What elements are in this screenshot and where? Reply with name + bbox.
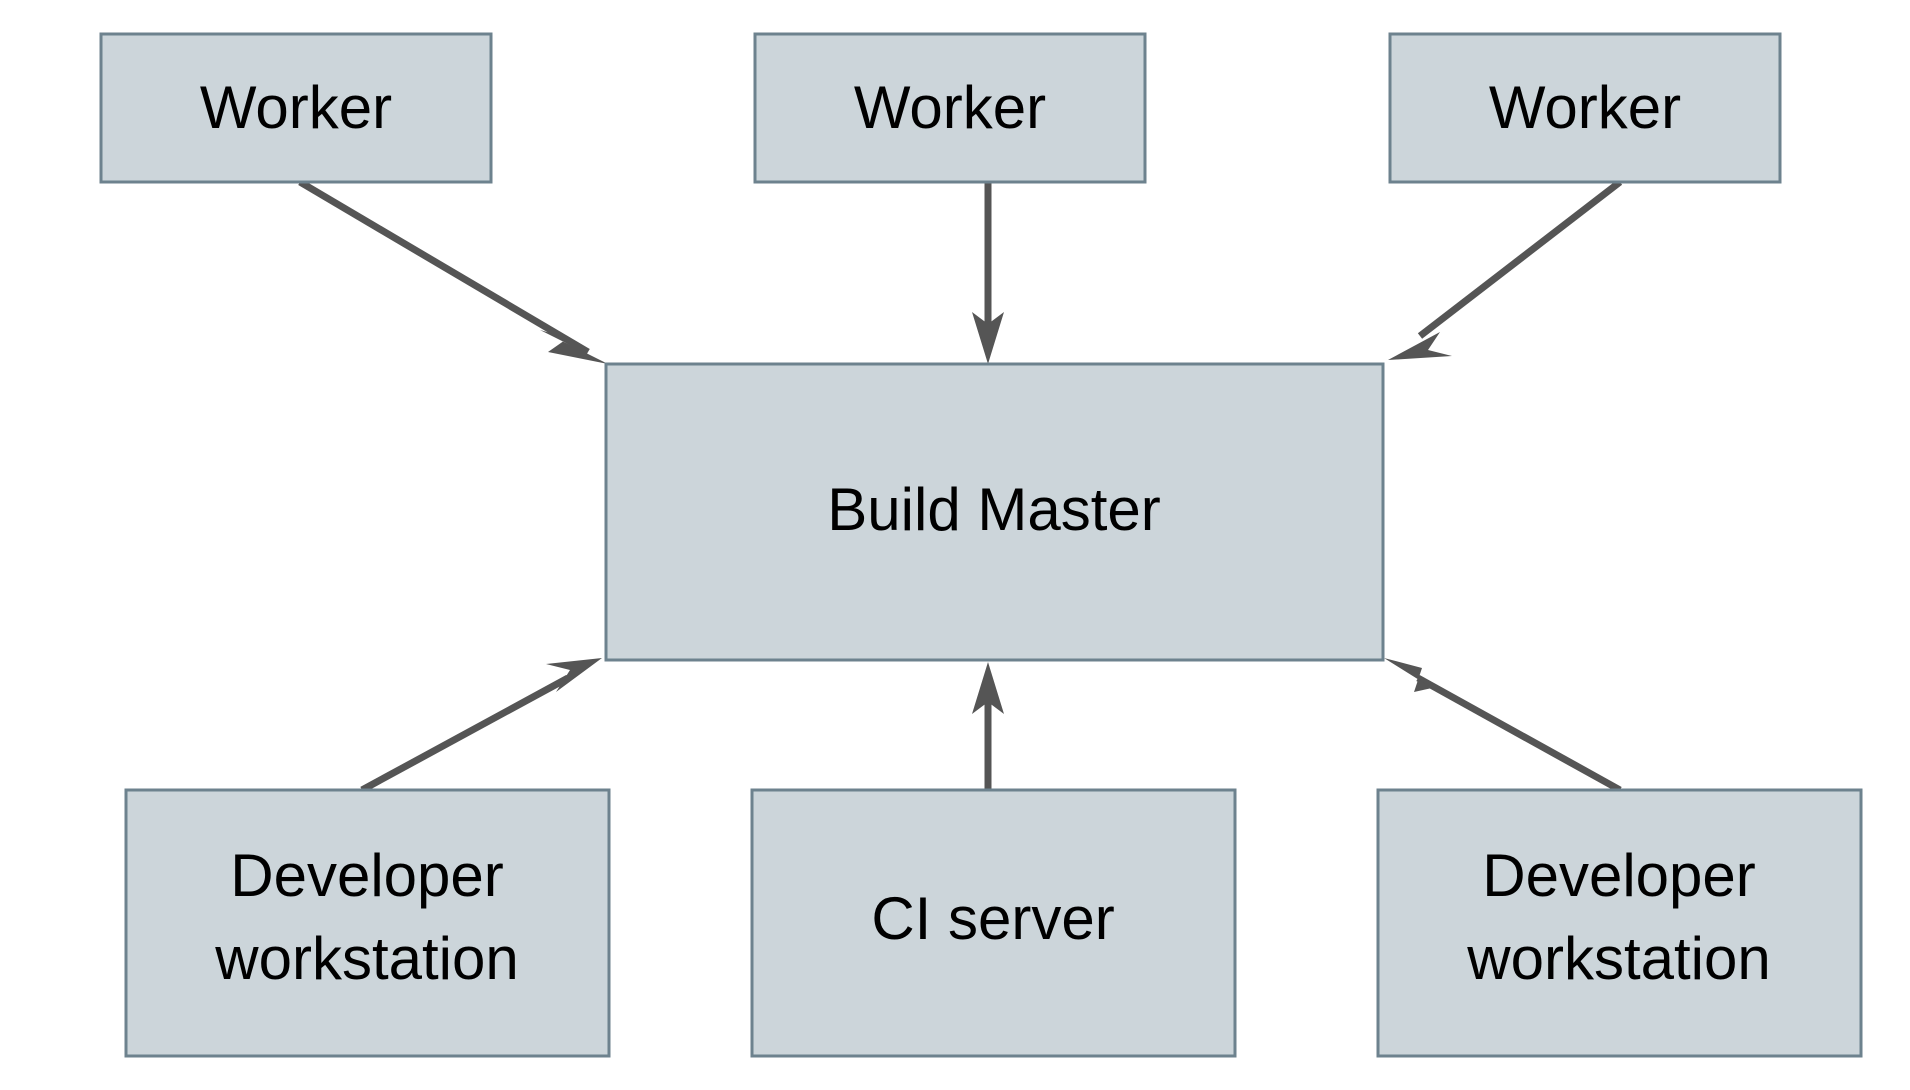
node-build-master-label: Build Master [827, 476, 1160, 543]
node-dev-workstation-right[interactable]: Developer workstation [1376, 788, 1863, 1058]
edge-worker-right-to-master [1388, 179, 1623, 360]
node-dev-workstation-right-label-line1: Developer [1482, 842, 1756, 909]
node-worker-center-label: Worker [854, 74, 1046, 141]
node-dev-workstation-right-label-line2: workstation [1466, 925, 1770, 992]
edge-ci-to-master [972, 662, 1004, 790]
node-worker-right-label: Worker [1489, 74, 1681, 141]
node-dev-workstation-left-label-line2: workstation [214, 925, 518, 992]
node-build-master[interactable]: Build Master [604, 362, 1385, 662]
edge-worker-center-to-master [972, 182, 1004, 364]
node-worker-left[interactable]: Worker [99, 32, 493, 184]
node-worker-right[interactable]: Worker [1388, 32, 1782, 184]
node-dev-workstation-left[interactable]: Developer workstation [124, 788, 611, 1058]
edge-dev-left-to-master [360, 658, 602, 794]
node-dev-workstation-left-label-line1: Developer [230, 842, 504, 909]
edge-worker-left-to-master [298, 178, 608, 364]
node-worker-center[interactable]: Worker [753, 32, 1147, 184]
node-ci-server-label: CI server [871, 885, 1114, 952]
node-worker-left-label: Worker [200, 74, 392, 141]
node-ci-server[interactable]: CI server [750, 788, 1237, 1058]
edge-dev-right-to-master [1384, 658, 1622, 794]
